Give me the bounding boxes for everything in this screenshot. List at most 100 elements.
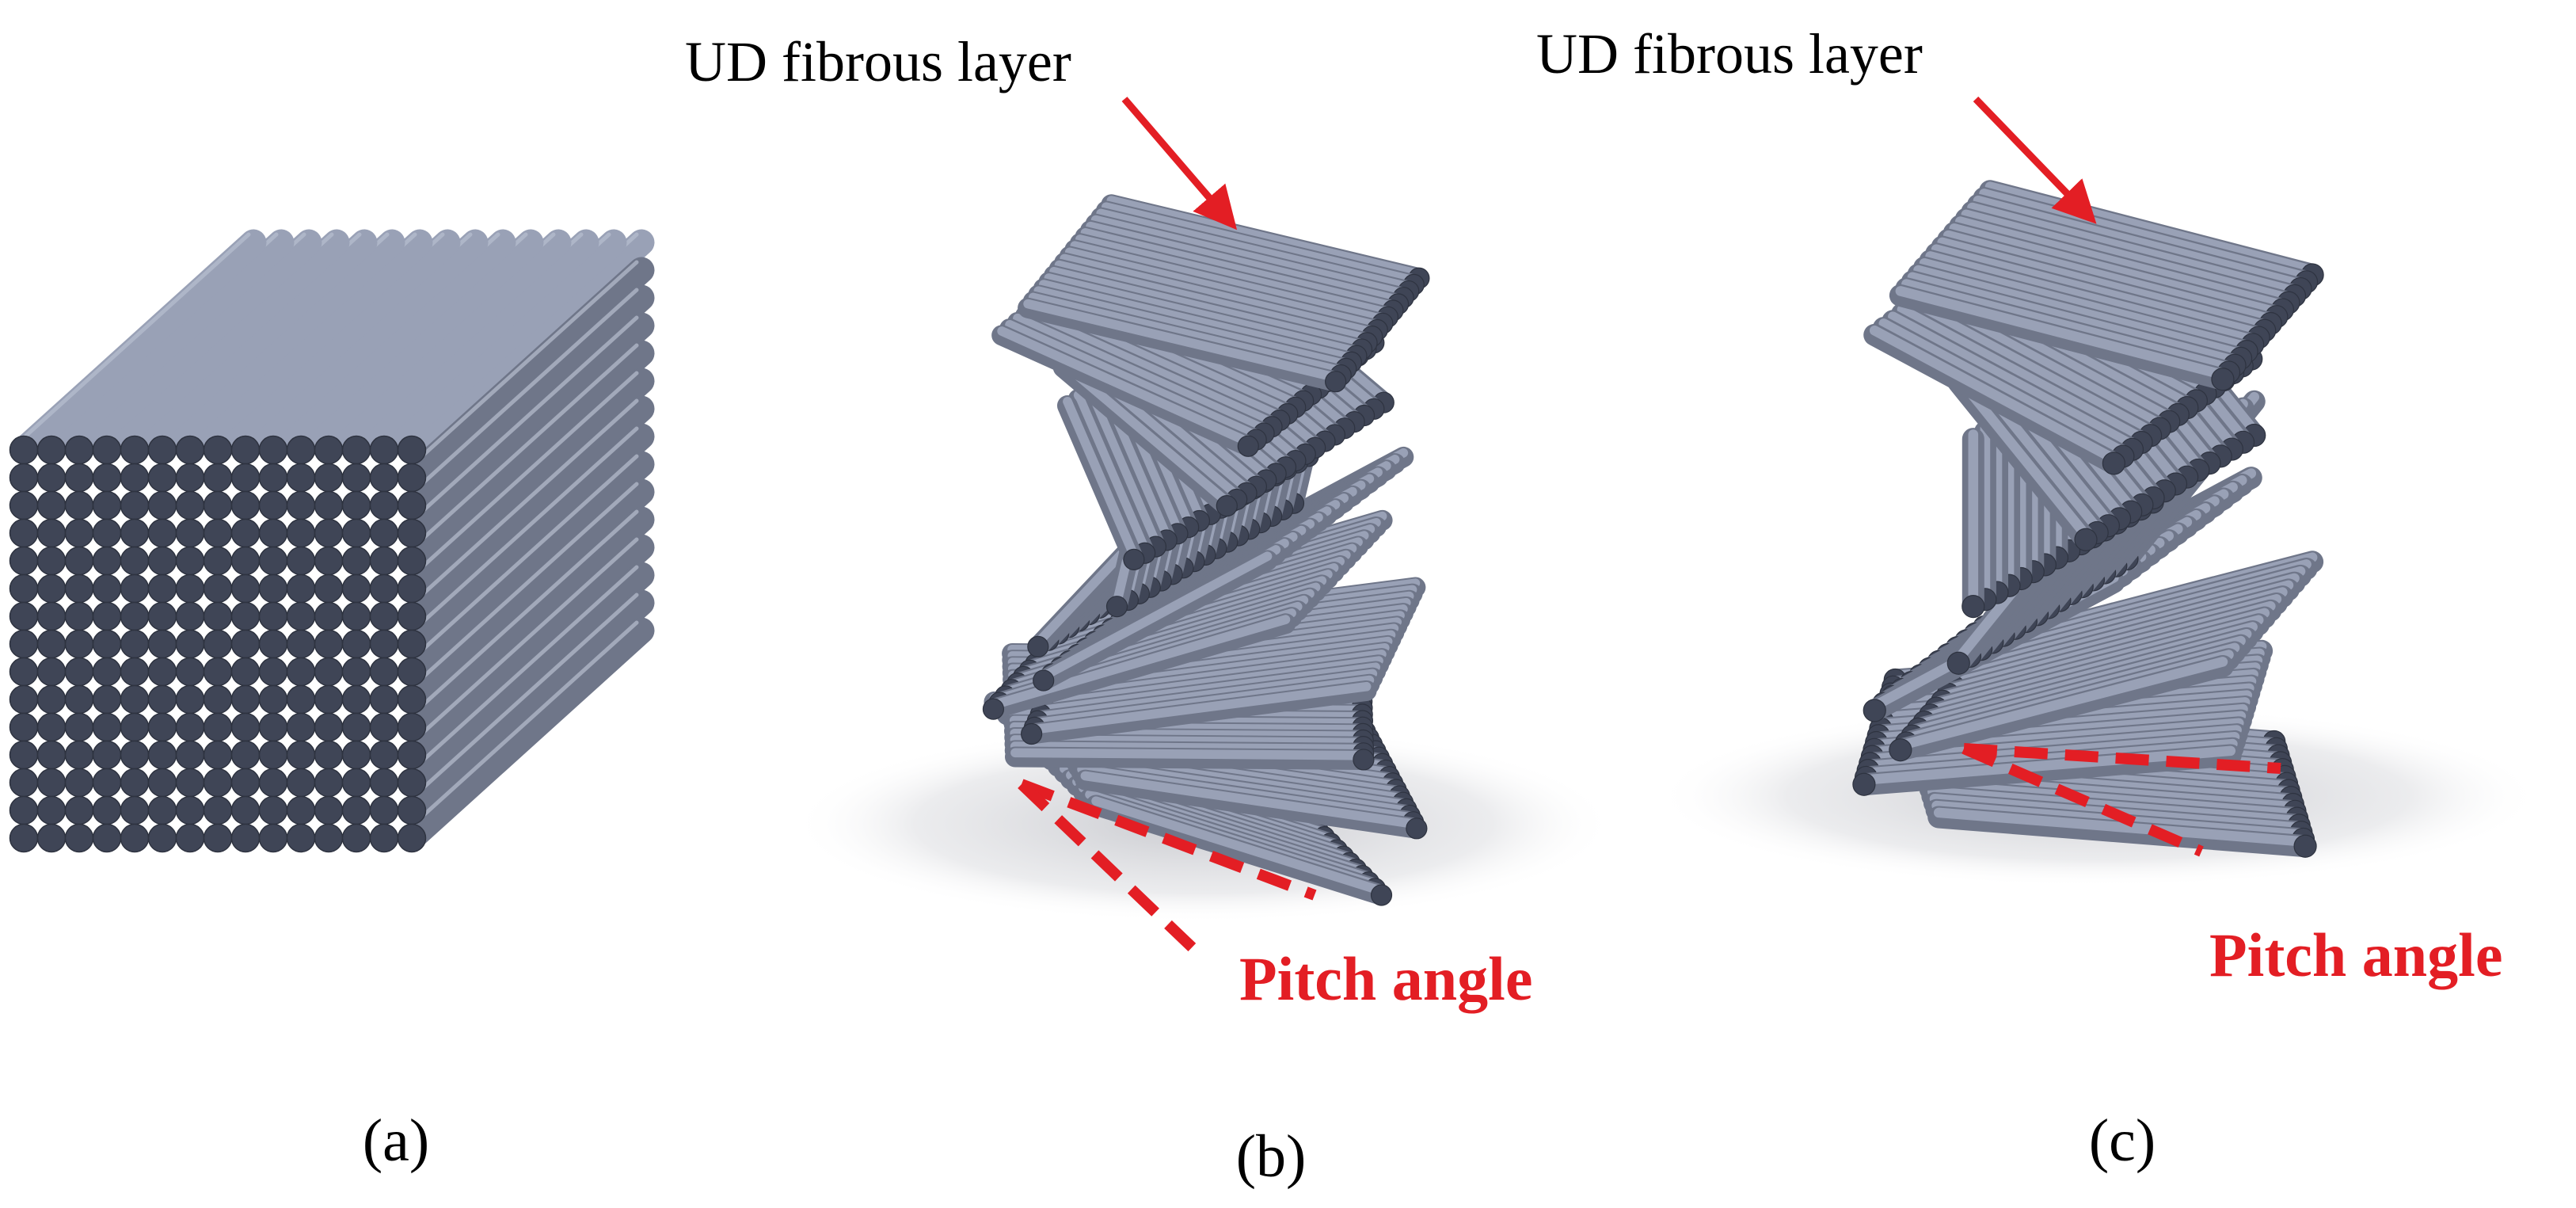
fiber-end [314,823,344,853]
fiber [204,229,461,463]
fiber-highlight [1101,202,1419,286]
fiber-end [64,684,94,715]
panel-c-caption: (c) [2089,1107,2156,1174]
fiber-end [314,435,344,465]
fiber-end [286,601,316,631]
fiber-end [9,490,39,520]
fiber-highlight [1063,396,1139,561]
fiber-end [258,601,288,631]
fiber-end [1353,749,1375,771]
fiber [398,506,655,741]
fiber-highlight [1021,307,1277,428]
fiber-end [1033,669,1055,692]
fiber-end [203,435,233,465]
fiber-end [230,490,261,520]
fiber-highlight [1054,260,1372,344]
fiber-end [147,574,177,604]
fiber-end [1325,371,1347,393]
fiber-end [64,601,94,631]
fiber-end [203,795,233,825]
fiber [398,478,655,713]
fiber-end [286,490,316,520]
fiber-highlight [17,232,251,444]
fiber-end [147,463,177,493]
fiber-end [230,601,261,631]
fiber-end [36,712,67,742]
fiber-end [147,435,177,465]
fiber-end [369,795,399,825]
fiber-highlight [1084,383,1161,547]
fiber-end [36,823,67,853]
fiber-end [120,518,150,548]
fiber [38,229,295,463]
fiber [398,284,655,519]
fiber-end [175,768,205,798]
fiber-end [92,435,122,465]
fiber-end [203,490,233,520]
fiber-end [36,574,67,604]
fiber-highlight [1955,216,2288,311]
fiber-end [175,546,205,576]
fiber-highlight [405,565,639,777]
fiber-end [9,740,39,770]
fiber-end [258,657,288,687]
fiber-highlight [1933,807,2311,847]
fiber-end [147,490,177,520]
fiber-end [258,740,288,770]
fiber-end [147,823,177,853]
fiber-end [397,546,427,576]
fiber-end [175,795,205,825]
fiber-end [258,546,288,576]
fiber-end [258,684,288,715]
fiber-end [120,768,150,798]
fiber-highlight [1925,779,2302,819]
fiber-highlight [405,426,639,638]
fiber-end [147,629,177,659]
fiber [121,229,378,463]
fiber-highlight [1080,228,1398,311]
fiber-highlight [1010,748,1368,760]
fiber-end [64,463,94,493]
fiber-highlight [405,537,639,749]
fiber-highlight [1086,221,1403,305]
fiber-highlight [1005,320,1261,440]
fiber-end [258,463,288,493]
fiber-highlight [1953,372,2091,540]
fiber-end [230,740,261,770]
fiber-highlight [1913,265,2246,360]
fiber-end [120,657,150,687]
fiber-highlight [1888,311,2137,451]
fiber-end [92,823,122,853]
fiber [315,229,572,463]
fiber-end [203,823,233,853]
fiber-end [64,712,94,742]
fiber-highlight [1073,390,1150,554]
fiber-end [341,712,371,742]
fiber-end [36,601,67,631]
fiber-end [64,657,94,687]
fiber-end [9,546,39,576]
fiber-end [64,740,94,770]
fiber-end [369,490,399,520]
fiber-highlight [1979,189,2312,283]
fiber-end [147,795,177,825]
fiber-end [36,740,67,770]
fiber-end [120,490,150,520]
fiber-end [369,684,399,715]
fiber-highlight [1863,732,2240,772]
fiber-end [314,490,344,520]
fiber-end [369,712,399,742]
fiber-end [341,657,371,687]
fiber [232,229,489,463]
fiber-end [175,629,205,659]
fiber-end [286,712,316,742]
panel-c-helicoid-stack [1852,180,2324,858]
fiber [398,589,655,824]
fiber-end [1105,596,1128,618]
panel-b-callout-arrow [1121,97,1238,231]
fiber-highlight [1023,299,1341,383]
fiber-end [369,629,399,659]
fiber-end [175,574,205,604]
fiber-end [397,574,427,604]
fiber-end [175,518,205,548]
